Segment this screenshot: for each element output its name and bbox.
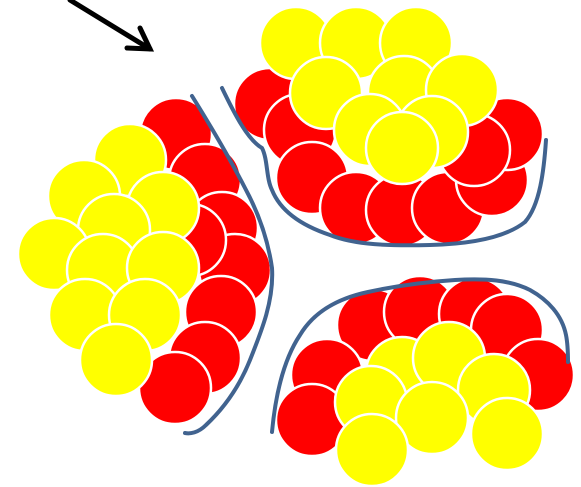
cluster-bottom-right xyxy=(274,274,576,487)
boundary-bottom-right xyxy=(270,277,570,434)
yellow-ball xyxy=(78,322,154,398)
cluster-top-right xyxy=(232,5,545,248)
yellow-ball xyxy=(364,110,440,186)
yellow-ball xyxy=(334,412,410,487)
yellow-ball xyxy=(469,396,545,472)
boundary-left xyxy=(183,94,275,436)
arrow-icon xyxy=(67,0,155,52)
boundary-top-right xyxy=(220,86,548,248)
yellow-ball xyxy=(394,380,470,456)
cluster-left xyxy=(16,96,273,426)
